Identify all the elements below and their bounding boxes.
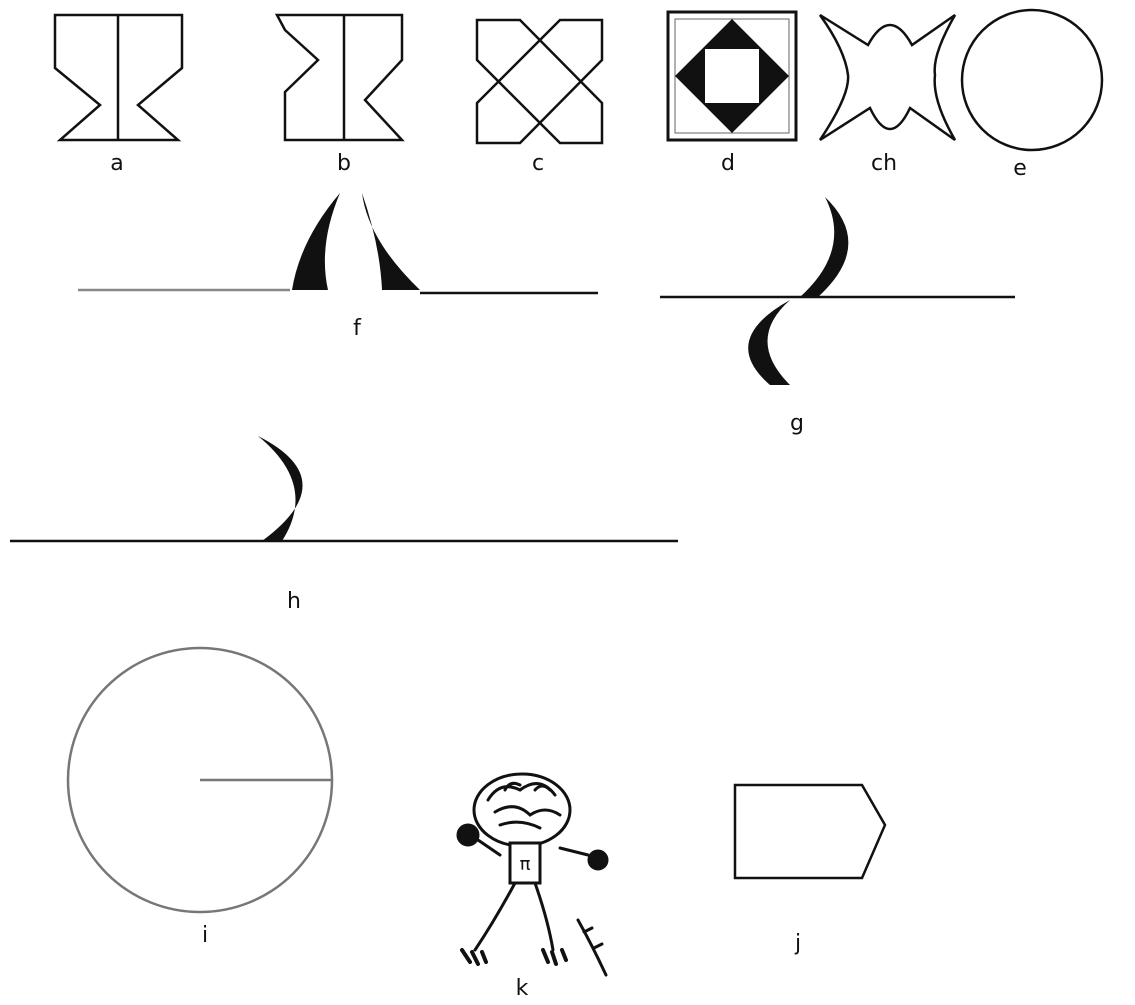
label-g: g (790, 411, 804, 436)
symbol-h (10, 436, 678, 541)
symbol-b (277, 15, 402, 140)
symbol-g (660, 197, 1015, 385)
label-b: b (337, 151, 351, 176)
symbol-ch (820, 15, 955, 140)
label-k: k (516, 976, 529, 1001)
symbol-f (78, 193, 598, 293)
label-ch: ch (871, 151, 897, 176)
symbol-a (55, 15, 182, 140)
symbol-d (668, 12, 796, 140)
symbol-c (477, 20, 602, 143)
label-f: f (353, 316, 362, 341)
label-h: h (287, 589, 301, 614)
label-e: e (1013, 156, 1027, 181)
symbol-e (962, 10, 1102, 150)
symbol-i (68, 648, 332, 912)
label-i: i (202, 923, 208, 948)
symbol-k: π (458, 774, 607, 975)
label-a: a (110, 151, 123, 176)
symbol-j (735, 785, 885, 878)
label-j: j (794, 931, 801, 956)
label-d: d (721, 151, 735, 176)
svg-text:π: π (520, 854, 531, 875)
label-c: c (532, 151, 544, 176)
